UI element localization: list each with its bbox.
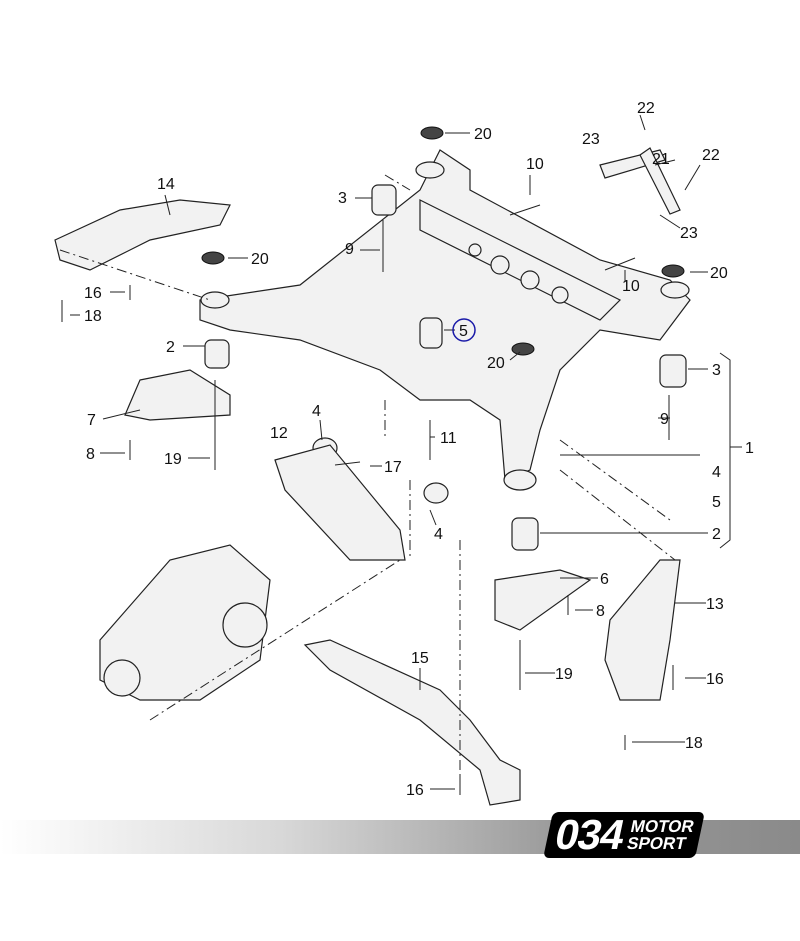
part-label[interactable]: 10: [622, 278, 640, 295]
part-label[interactable]: 4: [312, 403, 321, 420]
part-label[interactable]: 16: [406, 782, 424, 799]
part-label[interactable]: 20: [474, 126, 492, 143]
part-label[interactable]: 15: [411, 650, 429, 667]
part-label[interactable]: 16: [706, 671, 724, 688]
logo-word: MOTOR SPORT: [625, 817, 696, 853]
part-label[interactable]: 9: [345, 241, 354, 258]
bushings: [201, 126, 687, 551]
subframe: [199, 149, 691, 491]
part-label[interactable]: 23: [680, 225, 698, 242]
part-label[interactable]: 22: [702, 147, 720, 164]
part-label[interactable]: 12: [270, 425, 288, 442]
part-label[interactable]: 19: [164, 451, 182, 468]
logo-word-motor: MOTOR: [628, 817, 696, 836]
part-label[interactable]: 18: [685, 735, 703, 752]
part-label[interactable]: 20: [710, 265, 728, 282]
part-label[interactable]: 19: [555, 666, 573, 683]
part-label[interactable]: 8: [596, 603, 605, 620]
part-label[interactable]: 8: [86, 446, 95, 463]
part-label[interactable]: 14: [157, 176, 175, 193]
part-label[interactable]: 16: [84, 285, 102, 302]
part-label[interactable]: 2: [166, 339, 175, 356]
part-label[interactable]: 3: [712, 362, 721, 379]
part-label[interactable]: 6: [600, 571, 609, 588]
assembly-lines: [59, 174, 676, 780]
part-label[interactable]: 3: [338, 190, 347, 207]
part-label-highlighted[interactable]: 5: [459, 323, 468, 340]
logo-number: 034: [551, 811, 629, 858]
part-label[interactable]: 2: [712, 526, 721, 543]
part-label[interactable]: 17: [384, 459, 402, 476]
part-label[interactable]: 1: [745, 440, 754, 457]
leader-lines: [70, 114, 742, 790]
part-label[interactable]: 11: [440, 430, 457, 447]
part-label[interactable]: 5: [712, 494, 721, 511]
part-label[interactable]: 10: [526, 156, 544, 173]
part-label[interactable]: 18: [84, 308, 102, 325]
part-label[interactable]: 4: [434, 526, 443, 543]
part-label[interactable]: 9: [660, 411, 669, 428]
part-label[interactable]: 23: [582, 131, 600, 148]
part-label[interactable]: 20: [251, 251, 269, 268]
logo-word-sport: SPORT: [625, 834, 688, 853]
part-label[interactable]: 7: [87, 412, 96, 429]
brand-logo: 034 MOTOR SPORT: [543, 811, 705, 858]
part-label[interactable]: 4: [712, 464, 721, 481]
part-label[interactable]: 21: [652, 151, 670, 168]
highlight-circle: [452, 318, 476, 342]
part-label[interactable]: 22: [637, 100, 655, 117]
part-label[interactable]: 20: [487, 355, 505, 372]
part-labels: 20 22 23 21 22 10 3 14 9 20 23 10 20 16 …: [84, 100, 754, 799]
part-label[interactable]: 13: [706, 596, 724, 613]
brackets: [54, 199, 681, 806]
